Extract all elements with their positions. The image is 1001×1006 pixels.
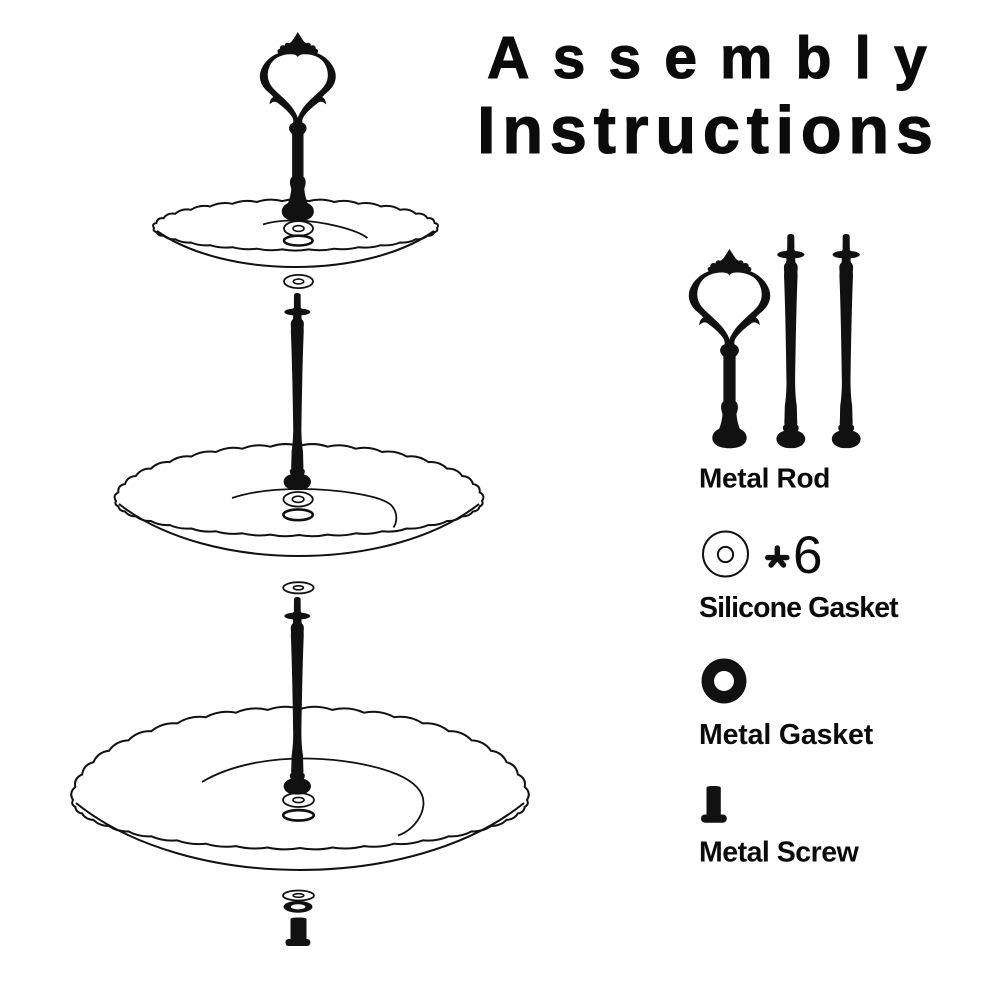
svg-text:Instructions: Instructions: [477, 93, 940, 168]
svg-text:Metal Gasket: Metal Gasket: [699, 719, 874, 751]
svg-text:Assembly: Assembly: [487, 25, 950, 91]
svg-text:Metal Screw: Metal Screw: [699, 837, 860, 869]
svg-text:6: 6: [793, 526, 822, 585]
svg-text:Silicone Gasket: Silicone Gasket: [699, 592, 899, 624]
svg-text:Metal Rod: Metal Rod: [699, 463, 830, 494]
